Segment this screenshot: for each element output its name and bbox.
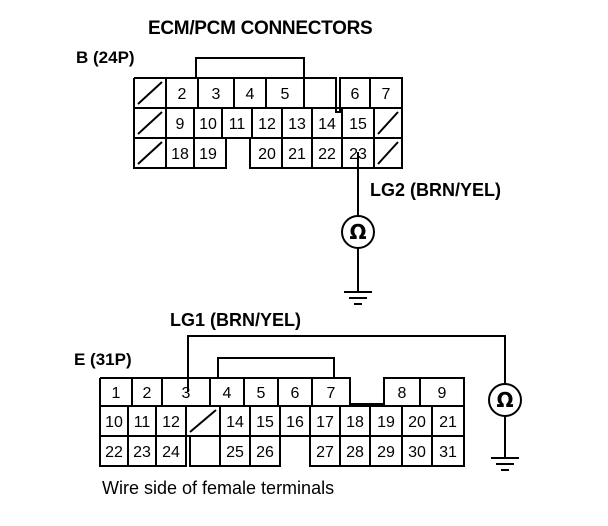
lg2-circuit	[341, 152, 375, 305]
blank-cavity	[137, 111, 163, 135]
connector-e-label: E (31P)	[74, 350, 132, 369]
wire-lg2-label: LG2 (BRN/YEL)	[370, 180, 502, 200]
pin-number: 23	[133, 444, 151, 461]
pin-number: 6	[351, 86, 360, 103]
pin-number: 15	[256, 414, 274, 431]
pin-number: 21	[439, 414, 457, 431]
pin-number: 28	[346, 444, 364, 461]
diagram-title: ECM/PCM CONNECTORS	[148, 18, 373, 39]
blank-cavity	[377, 111, 399, 135]
pin-number: 31	[439, 444, 457, 461]
pin-number: 15	[349, 116, 367, 133]
blank-cavity	[377, 141, 399, 165]
pin-number: 2	[143, 385, 152, 402]
pin-number: 3	[212, 86, 221, 103]
blank-cavity	[137, 81, 163, 105]
pin-number: 22	[318, 146, 336, 163]
pin-number: 7	[382, 86, 391, 103]
pin-number: 18	[171, 146, 189, 163]
ohm-symbol: Ω	[496, 388, 513, 412]
blank-cavity	[137, 141, 163, 165]
pin-number: 12	[258, 116, 276, 133]
blank-cavity	[189, 409, 217, 433]
connector-b	[133, 57, 403, 169]
pin-number: 10	[199, 116, 217, 133]
pin-number: 17	[316, 414, 334, 431]
pin-number: 24	[162, 444, 180, 461]
pin-number: 8	[398, 385, 407, 402]
pin-number: 12	[162, 414, 180, 431]
pin-number: 19	[377, 414, 395, 431]
pin-number: 7	[327, 385, 336, 402]
wire-lg1-label: LG1 (BRN/YEL)	[170, 310, 302, 330]
pin-number: 18	[346, 414, 364, 431]
connector-b-label: B (24P)	[76, 48, 135, 67]
pin-number: 20	[408, 414, 426, 431]
pin-number: 26	[256, 444, 274, 461]
footer-note: Wire side of female terminals	[102, 478, 335, 498]
pin-number: 6	[291, 385, 300, 402]
pin-number: 14	[226, 414, 244, 431]
pin-number: 5	[281, 86, 290, 103]
pin-number: 1	[112, 385, 121, 402]
pin-number: 29	[377, 444, 395, 461]
pin-number: 14	[318, 116, 336, 133]
pin-number: 22	[105, 444, 123, 461]
pin-number: 23	[349, 146, 367, 163]
connector-e	[99, 357, 465, 467]
pin-number: 20	[258, 146, 276, 163]
pin-number: 9	[438, 385, 447, 402]
pin-number: 10	[105, 414, 123, 431]
pin-number: 3	[182, 385, 191, 402]
pin-number: 5	[257, 385, 266, 402]
pin-number: 11	[134, 414, 151, 431]
pin-number: 25	[226, 444, 244, 461]
pin-number: 30	[408, 444, 426, 461]
pin-number: 9	[176, 116, 185, 133]
ohm-symbol: Ω	[349, 220, 366, 244]
lg1-circuit	[187, 335, 522, 471]
pin-number: 13	[288, 116, 306, 133]
pin-number: 2	[178, 86, 187, 103]
pin-number: 16	[286, 414, 304, 431]
pin-number: 11	[229, 116, 246, 133]
pin-number: 4	[246, 86, 255, 103]
pin-number: 21	[288, 146, 306, 163]
pin-number: 27	[316, 444, 334, 461]
pin-number: 4	[223, 385, 232, 402]
pin-number: 19	[199, 146, 217, 163]
